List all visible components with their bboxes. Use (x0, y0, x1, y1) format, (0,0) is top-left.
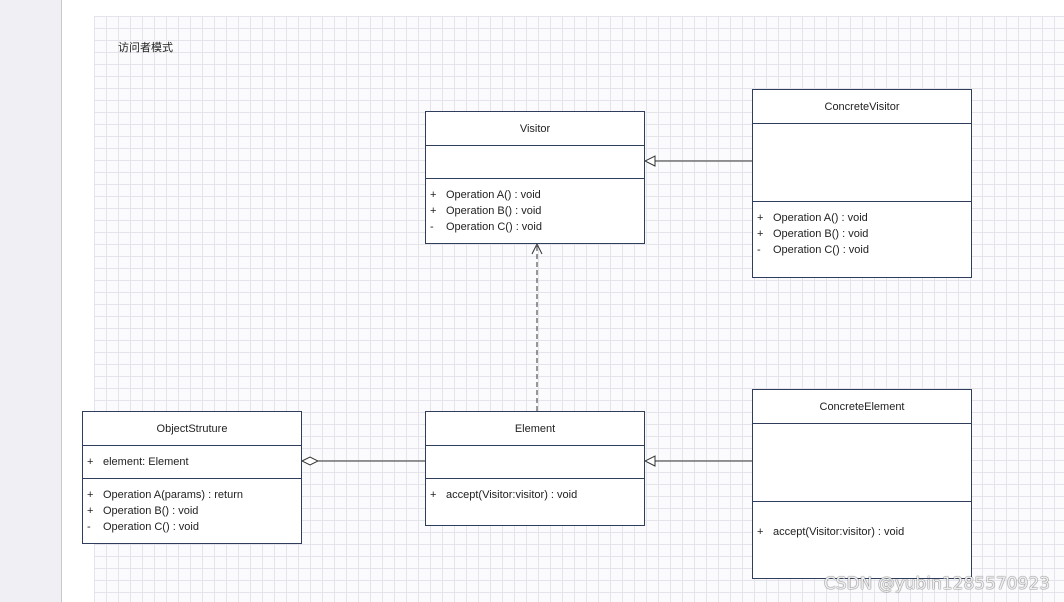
operation-row[interactable]: -Operation C() : void (426, 219, 644, 235)
operation-text: Operation B() : void (446, 205, 542, 217)
operation-row[interactable]: + Operation A() : void (426, 187, 644, 203)
class-name: ConcreteElement (753, 390, 971, 424)
operation-text: accept(Visitor:visitor) : void (446, 489, 578, 501)
class-concrete-visitor[interactable]: ConcreteVisitor + Operation A() : void + O… (752, 89, 972, 278)
operation-text: Operation A(params) : return (103, 489, 244, 501)
operation-text: Operation C() : void (446, 221, 542, 233)
visibility-marker: + (87, 456, 94, 468)
left-panel (0, 0, 62, 602)
operations-section: + Operation A() : void + Operation B() : v… (753, 202, 971, 258)
operation-text: Operation C() : void (103, 521, 199, 533)
operation-row[interactable]: + Operation B() : void (753, 226, 971, 242)
visibility-marker: - (757, 244, 761, 256)
class-object-struture[interactable]: ObjectStruture + element: Element + Operat… (82, 411, 302, 544)
visibility-marker: + (757, 212, 764, 224)
visibility-marker: + (430, 189, 437, 201)
operation-text: Operation A() : void (446, 189, 541, 201)
operation-row[interactable]: + Operation B() : void (426, 203, 644, 219)
operations-section: + accept(Visitor:visitor) : void (753, 502, 971, 540)
watermark: CSDN @yubin1285570923 (823, 574, 1050, 594)
operation-row[interactable]: -Operation C() : void (753, 242, 971, 258)
attribute-text: element: Element (103, 456, 189, 468)
operation-text: Operation A() : void (773, 212, 868, 224)
class-name: ConcreteVisitor (753, 90, 971, 124)
operations-section: + accept(Visitor:visitor) : void (426, 479, 644, 503)
operation-text: Operation B() : void (773, 228, 869, 240)
visibility-marker: - (430, 221, 434, 233)
visibility-marker: + (87, 505, 94, 517)
operation-row[interactable]: + Operation B() : void (83, 503, 301, 519)
class-visitor[interactable]: Visitor + Operation A() : void + Operation… (425, 111, 645, 244)
operation-row[interactable]: + Operation A(params) : return (83, 487, 301, 503)
operation-text: accept(Visitor:visitor) : void (773, 526, 905, 538)
operations-section: + Operation A() : void + Operation B() : v… (426, 179, 644, 235)
visibility-marker: + (757, 526, 764, 538)
visibility-marker: + (430, 205, 437, 217)
class-concrete-element[interactable]: ConcreteElement + accept(Visitor:visitor)… (752, 389, 972, 579)
attributes-section (426, 446, 644, 479)
class-element[interactable]: Element + accept(Visitor:visitor) : void (425, 411, 645, 526)
class-name: Visitor (426, 112, 644, 146)
class-name: Element (426, 412, 644, 446)
visibility-marker: + (757, 228, 764, 240)
visibility-marker: - (87, 521, 91, 533)
operation-row[interactable]: -Operation C() : void (83, 519, 301, 535)
operation-row[interactable]: + accept(Visitor:visitor) : void (753, 524, 971, 540)
operation-row[interactable]: + accept(Visitor:visitor) : void (426, 487, 644, 503)
visibility-marker: + (87, 489, 94, 501)
attributes-section: + element: Element (83, 446, 301, 479)
visibility-marker: + (430, 489, 437, 501)
attributes-section (753, 124, 971, 202)
operation-row[interactable]: + Operation A() : void (753, 210, 971, 226)
operation-text: Operation C() : void (773, 244, 869, 256)
attributes-section (426, 146, 644, 179)
operations-section: + Operation A(params) : return + Operation… (83, 479, 301, 535)
operation-text: Operation B() : void (103, 505, 199, 517)
attribute-row[interactable]: + element: Element (83, 454, 301, 470)
attributes-section (753, 424, 971, 502)
class-name: ObjectStruture (83, 412, 301, 446)
diagram-title: 访问者模式 (118, 41, 173, 54)
